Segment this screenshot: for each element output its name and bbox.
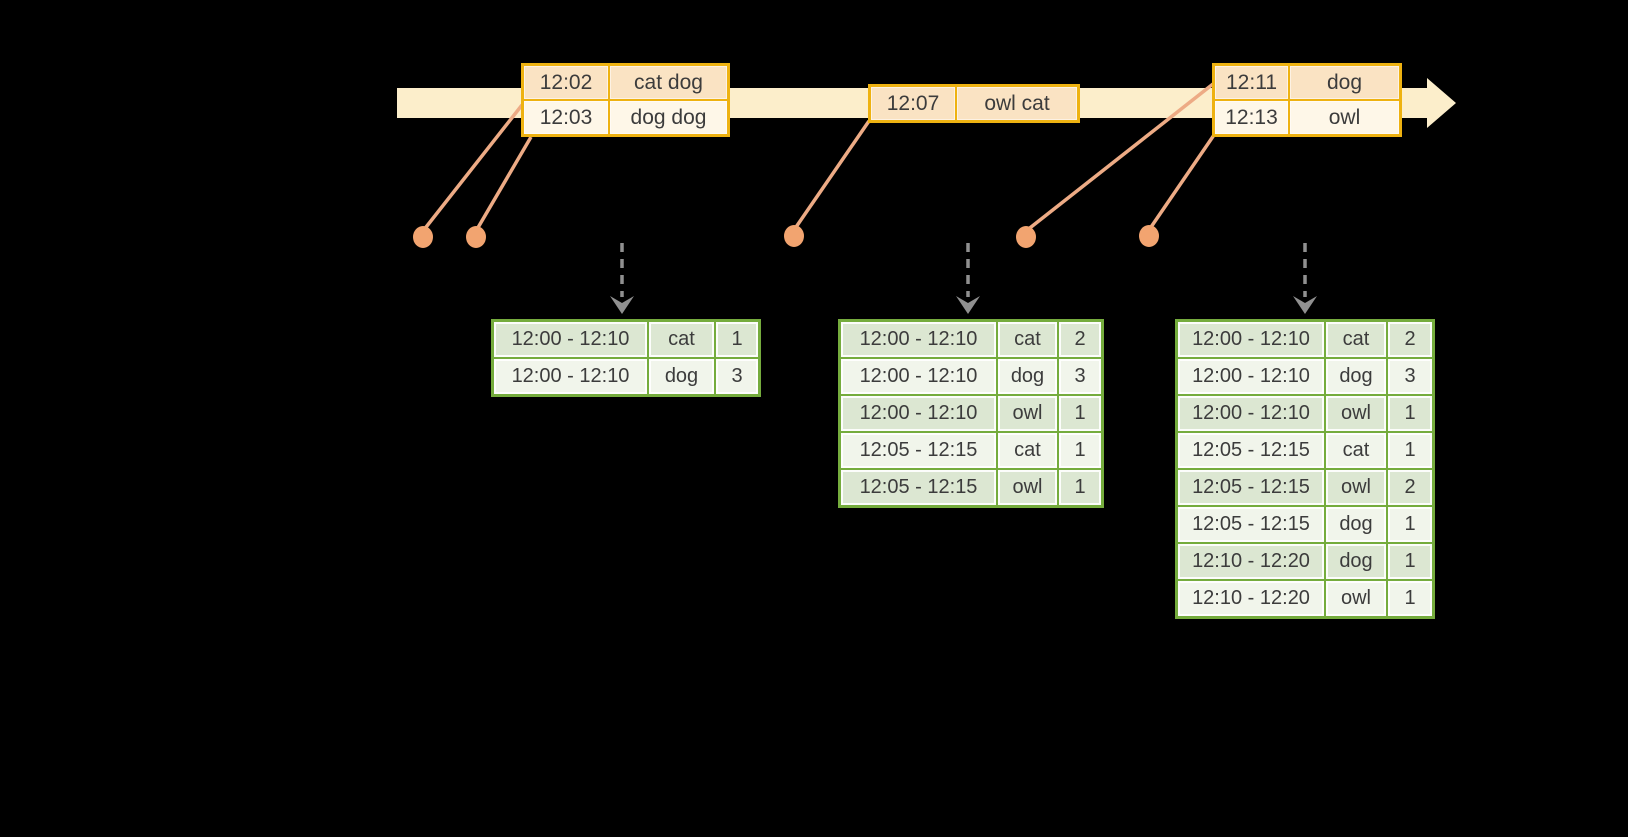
table-cell: owl <box>1324 468 1388 507</box>
table-cell: 1 <box>1386 542 1435 581</box>
table-cell: 12:05 - 12:15 <box>1175 505 1326 544</box>
table-cell: owl <box>996 394 1059 433</box>
table-cell: 12:00 - 12:10 <box>838 394 998 433</box>
table-cell: 12:05 - 12:15 <box>1175 468 1326 507</box>
table-cell: 12:07 <box>868 84 957 123</box>
event-dot <box>1139 225 1159 247</box>
table-cell: owl <box>996 468 1059 508</box>
event-connector-line <box>792 120 871 231</box>
table-cell: 1 <box>1386 431 1435 470</box>
table-cell: cat <box>1324 319 1388 359</box>
table-cell: dog <box>1324 505 1388 544</box>
table-cell: 12:02 <box>521 63 610 101</box>
table-cell: 12:00 - 12:10 <box>491 357 649 397</box>
table-cell: cat <box>996 431 1059 470</box>
table-cell: 12:05 - 12:15 <box>1175 431 1326 470</box>
event-connector-line <box>1147 134 1216 231</box>
table-cell: dog dog <box>608 99 730 137</box>
table-cell: 12:00 - 12:10 <box>491 319 649 359</box>
table-cell: dog <box>1288 63 1402 101</box>
table-cell: cat <box>996 319 1059 359</box>
table-cell: 12:00 - 12:10 <box>1175 319 1326 359</box>
table-cell: 12:13 <box>1212 99 1290 137</box>
event-connector-line <box>421 103 524 233</box>
table-cell: 3 <box>714 357 761 397</box>
table-cell: 12:05 - 12:15 <box>838 468 998 508</box>
table-cell: 12:10 - 12:20 <box>1175 579 1326 619</box>
event-dot <box>466 226 486 248</box>
table-cell: 12:10 - 12:20 <box>1175 542 1326 581</box>
table-cell: 12:05 - 12:15 <box>838 431 998 470</box>
table-cell: 1 <box>1057 394 1104 433</box>
table-cell: 12:00 - 12:10 <box>838 319 998 359</box>
table-cell: 3 <box>1057 357 1104 396</box>
trigger-arrow-icon <box>1293 243 1317 314</box>
table-cell: dog <box>1324 357 1388 396</box>
table-cell: 3 <box>1386 357 1435 396</box>
table-cell: 1 <box>1386 394 1435 433</box>
table-cell: owl <box>1324 579 1388 619</box>
table-cell: 1 <box>1057 431 1104 470</box>
table-cell: 1 <box>1057 468 1104 508</box>
table-cell: owl <box>1324 394 1388 433</box>
table-cell: dog <box>647 357 716 397</box>
table-cell: 2 <box>1386 319 1435 359</box>
table-cell: dog <box>1324 542 1388 581</box>
table-cell: cat <box>647 319 716 359</box>
table-cell: 12:00 - 12:10 <box>1175 394 1326 433</box>
table-cell: 12:11 <box>1212 63 1290 101</box>
event-dot <box>413 226 433 248</box>
table-cell: 1 <box>714 319 761 359</box>
table-cell: 12:03 <box>521 99 610 137</box>
event-dot <box>1016 226 1036 248</box>
table-cell: owl <box>1288 99 1402 137</box>
trigger-arrow-icon <box>610 243 634 314</box>
table-cell: cat dog <box>608 63 730 101</box>
table-cell: 12:00 - 12:10 <box>838 357 998 396</box>
table-cell: 1 <box>1386 505 1435 544</box>
table-cell: 1 <box>1386 579 1435 619</box>
table-cell: owl cat <box>955 84 1080 123</box>
event-connector-line <box>474 136 533 232</box>
trigger-arrow-icon <box>956 243 980 314</box>
table-cell: 2 <box>1386 468 1435 507</box>
event-dot <box>784 225 804 247</box>
table-cell: 2 <box>1057 319 1104 359</box>
event-connector-line <box>1024 82 1215 233</box>
table-cell: dog <box>996 357 1059 396</box>
table-cell: cat <box>1324 431 1388 470</box>
table-cell: 12:00 - 12:10 <box>1175 357 1326 396</box>
